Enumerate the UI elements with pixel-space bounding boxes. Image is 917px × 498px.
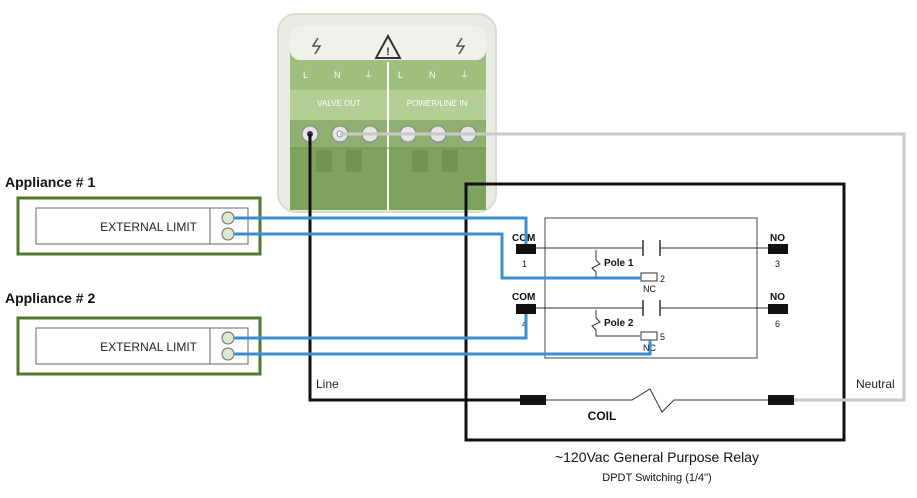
- terminal-label-1: L: [303, 70, 308, 80]
- line-label: Line: [316, 377, 339, 391]
- com2-label: COM: [512, 292, 535, 303]
- coil-label: COIL: [588, 409, 617, 423]
- lightning-icon-right: [455, 37, 466, 55]
- terminal-screws-2: [221, 331, 235, 361]
- appliance-2-limit-label: EXTERNAL LIMIT: [100, 340, 198, 354]
- appliance-1-limit-label: EXTERNAL LIMIT: [100, 220, 198, 234]
- warning-icon: !: [374, 33, 402, 59]
- appliance-2-title: Appliance # 2: [5, 290, 95, 306]
- appliance-2-wire-a: [234, 314, 528, 340]
- terminal-screws-1: [221, 211, 235, 241]
- valve-out-label: VALVE OUT: [317, 99, 361, 108]
- nc1-pin: 2: [660, 274, 665, 284]
- wires: Line Neutral: [234, 132, 906, 402]
- appliance-1-wire-a: [234, 216, 528, 244]
- svg-text:!: !: [386, 46, 390, 58]
- neutral-wire: [340, 132, 906, 402]
- no1-label: NO: [770, 233, 785, 244]
- appliance-1-title: Appliance # 1: [5, 174, 95, 190]
- nc1-label: NC: [643, 284, 656, 294]
- terminal-label-4: L: [398, 70, 403, 80]
- appliance-1-wire-b: [234, 232, 641, 280]
- relay-subtitle: DPDT Switching (1/4"): [602, 472, 711, 484]
- terminal-label-5: N: [429, 70, 436, 80]
- no2-label: NO: [770, 292, 785, 303]
- appliance-1: Appliance # 1 EXTERNAL LIMIT: [5, 174, 262, 256]
- power-line-label: POWER/LINE IN: [407, 99, 468, 108]
- appliance-2-wire-b: [234, 340, 652, 356]
- pole1-label: Pole 1: [604, 258, 634, 269]
- terminal-label-3: ⏚: [364, 70, 373, 80]
- no2-pin: 6: [775, 319, 780, 329]
- appliance-2: Appliance # 2 EXTERNAL LIMIT: [5, 290, 262, 376]
- neutral-label: Neutral: [856, 377, 895, 391]
- controller-panel: ! L N ⏚ L N ⏚ VALVE OUT POWER/LINE IN: [277, 13, 497, 213]
- com1-label: COM: [512, 233, 535, 244]
- terminal-label-2: N: [334, 70, 341, 80]
- pole2-label: Pole 2: [604, 318, 634, 329]
- lightning-icon-left: [311, 37, 322, 55]
- relay-title: ~120Vac General Purpose Relay: [555, 449, 759, 465]
- no1-pin: 3: [775, 259, 780, 269]
- nc2-pin: 5: [660, 332, 665, 342]
- com1-pin: 1: [522, 259, 527, 269]
- terminal-label-6: ⏚: [460, 70, 469, 80]
- line-wire: [308, 134, 520, 402]
- relay: COM 1 COM 4 NO 3 NO 6 Pole 1 Pole 2 NC 2…: [464, 182, 846, 484]
